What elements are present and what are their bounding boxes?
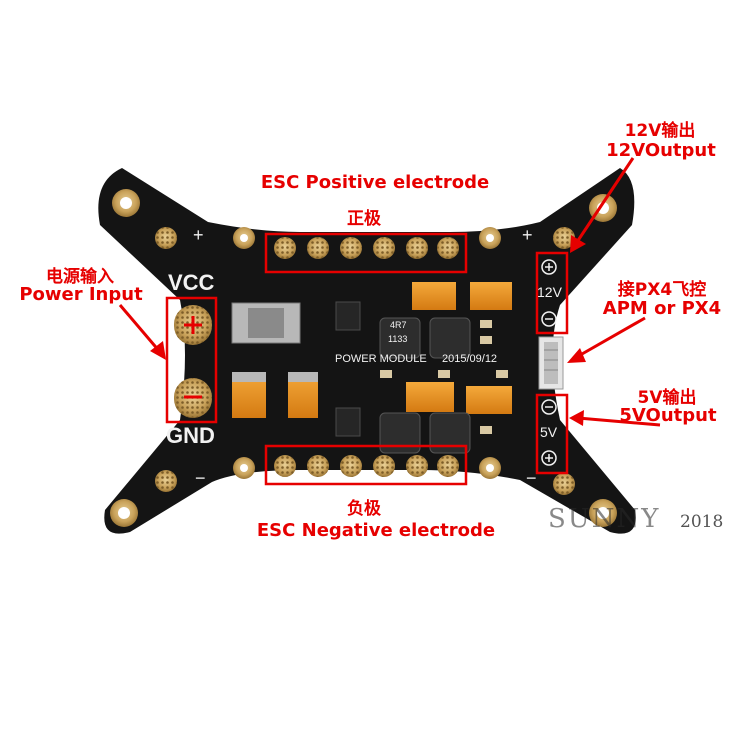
motor-pads [155, 227, 575, 495]
out12-label-cn: 12V输出 [624, 121, 696, 141]
annotation-boxes [165, 232, 569, 486]
esc-positive-label-cn: 正极 [347, 209, 381, 229]
watermark-year: 2018 [680, 512, 724, 532]
power-input-label-cn: 电源输入 [46, 267, 114, 287]
out5-label-cn: 5V输出 [637, 388, 697, 408]
annotation-arrows [118, 157, 661, 427]
module-label: POWER MODULE [335, 353, 427, 365]
gnd-label: GND [166, 423, 215, 448]
esc-negative-pads [274, 455, 459, 477]
plus-mark-left: + [193, 225, 204, 245]
inductor-code-2: 1133 [388, 334, 408, 344]
esc-positive-label-en: ESC Positive electrode [260, 172, 490, 193]
power-input-pads [174, 305, 212, 418]
out5-label-en: 5VOutput [619, 405, 717, 426]
esc-negative-label-en: ESC Negative electrode [256, 520, 496, 541]
mounting-holes [110, 189, 617, 527]
px4-label-en: APM or PX4 [602, 298, 722, 319]
components [231, 282, 512, 454]
v5-label: 5V [540, 424, 558, 440]
v12-label: 12V [537, 284, 562, 300]
plus-mark-right: + [522, 225, 533, 245]
inductor-code: 4R7 [390, 320, 407, 330]
vcc-label: VCC [168, 270, 215, 295]
date-label: 2015/09/12 [442, 353, 498, 365]
watermark-brand: SUNNY [548, 504, 661, 534]
output-pads [541, 259, 557, 466]
out12-label-en: 12VOutput [606, 140, 716, 161]
px4-label-cn: 接PX4飞控 [617, 280, 707, 300]
esc-negative-label-cn: 负极 [347, 499, 381, 519]
esc-positive-pads [274, 237, 459, 259]
pcb-board [98, 168, 636, 534]
minus-mark-right: − [526, 468, 537, 488]
fc-connector [538, 336, 564, 390]
power-input-label-en: Power Input [19, 284, 143, 305]
minus-mark-left: − [195, 468, 206, 488]
